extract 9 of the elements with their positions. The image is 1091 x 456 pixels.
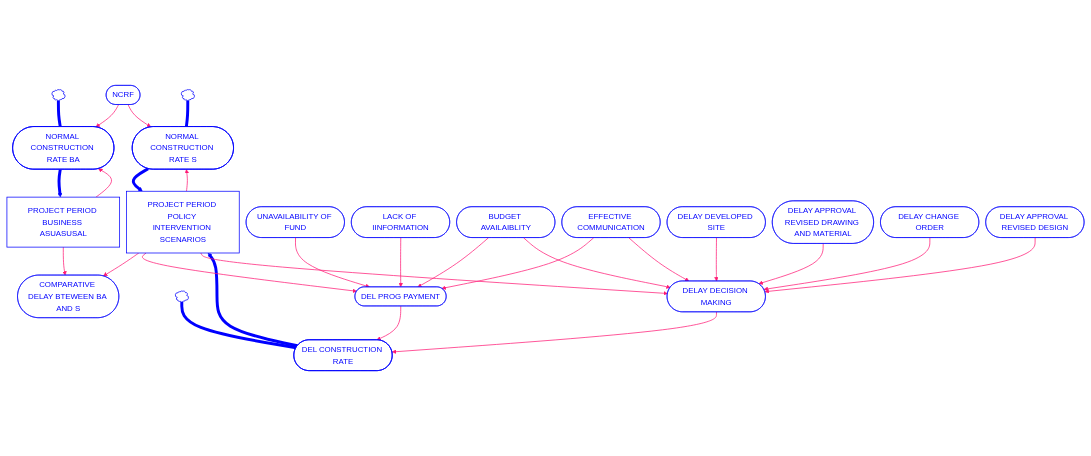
node-cloud — [51, 89, 66, 101]
connector — [184, 100, 190, 127]
connector — [56, 100, 62, 128]
arrow — [131, 167, 149, 192]
connector — [180, 301, 297, 350]
node-cloud — [180, 89, 195, 101]
arrow — [57, 169, 63, 198]
node-cloud — [174, 290, 189, 303]
arrow — [207, 252, 298, 348]
